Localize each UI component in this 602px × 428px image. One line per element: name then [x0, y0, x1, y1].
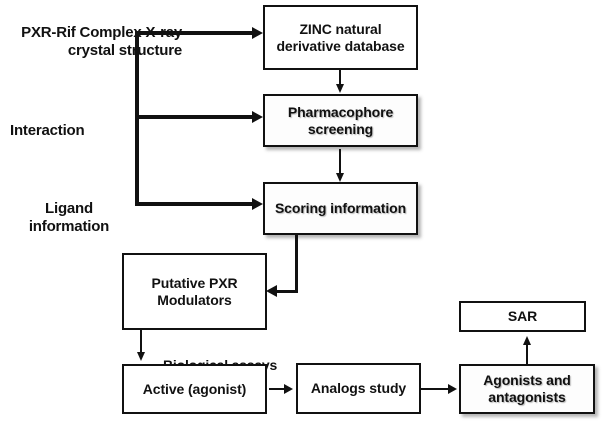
connector-pharmacophore-to-scoring-line — [339, 149, 341, 175]
node-scoring-information[interactable]: Scoring information — [263, 182, 418, 235]
connector-interaction-to-pharmacophore-line — [135, 115, 254, 119]
connector-active-to-analogs-line — [269, 388, 285, 390]
connector-ligand-to-scoring-line — [135, 202, 254, 206]
node-analogs-study[interactable]: Analogs study — [296, 363, 421, 414]
connector-xray-to-zinc-line — [135, 31, 254, 35]
input-label-ligand-information: Ligand information — [8, 182, 130, 236]
connector-modulators-to-active-line — [140, 330, 142, 354]
input-label-xray-crystal-structure: PXR-Rif Complex X-ray crystal structure — [2, 6, 182, 60]
node-agonists-label: Agonists and antagonists — [483, 372, 571, 405]
node-zinc-label: ZINC natural derivative database — [276, 20, 405, 54]
input-label-interaction: Interaction — [10, 104, 128, 140]
node-putative-pxr-modulators[interactable]: Putative PXR Modulators — [122, 253, 267, 330]
connector-interaction-to-pharmacophore-arrowhead — [252, 111, 263, 123]
connector-modulators-to-active-arrowhead — [137, 352, 145, 361]
node-analogs-label: Analogs study — [310, 380, 407, 397]
connector-zinc-to-pharmacophore-arrowhead — [336, 84, 344, 93]
connector-agonists-to-sar-line — [526, 344, 528, 366]
connector-zinc-to-pharmacophore-line — [339, 70, 341, 86]
node-sar-label: SAR — [507, 308, 538, 325]
node-pharmacophore-screening[interactable]: Pharmacophore screening — [263, 94, 418, 147]
input-label-xray-text: PXR-Rif Complex X-ray crystal structure — [21, 24, 182, 59]
node-sar[interactable]: SAR — [459, 301, 586, 332]
node-scoring-label: Scoring information — [274, 200, 407, 217]
node-pharmacophore-label: Pharmacophore screening — [287, 103, 394, 137]
connector-scoring-to-modulators-horizontal — [277, 290, 298, 293]
node-active-agonist[interactable]: Active (agonist) — [122, 364, 267, 414]
connector-analogs-to-agonists-line — [421, 388, 449, 390]
connector-active-to-analogs-arrowhead — [284, 384, 293, 394]
connector-ligand-to-scoring-arrowhead — [252, 198, 263, 210]
connector-input-trunk-vertical — [135, 34, 139, 206]
node-zinc-natural-derivative-database[interactable]: ZINC natural derivative database — [263, 5, 418, 70]
node-active-label: Active (agonist) — [142, 380, 247, 397]
connector-agonists-to-sar-arrowhead — [523, 336, 531, 345]
connector-xray-to-zinc-arrowhead — [252, 27, 263, 39]
connector-pharmacophore-to-scoring-arrowhead — [336, 173, 344, 182]
input-label-interaction-text: Interaction — [10, 122, 85, 139]
connector-scoring-to-modulators-vertical — [295, 235, 298, 293]
input-label-ligand-text: Ligand information — [28, 200, 110, 235]
connector-scoring-to-modulators-arrowhead — [266, 285, 277, 297]
node-modulators-label: Putative PXR Modulators — [151, 274, 238, 308]
node-agonists-and-antagonists[interactable]: Agonists and antagonists — [459, 364, 595, 414]
connector-analogs-to-agonists-arrowhead — [448, 384, 457, 394]
